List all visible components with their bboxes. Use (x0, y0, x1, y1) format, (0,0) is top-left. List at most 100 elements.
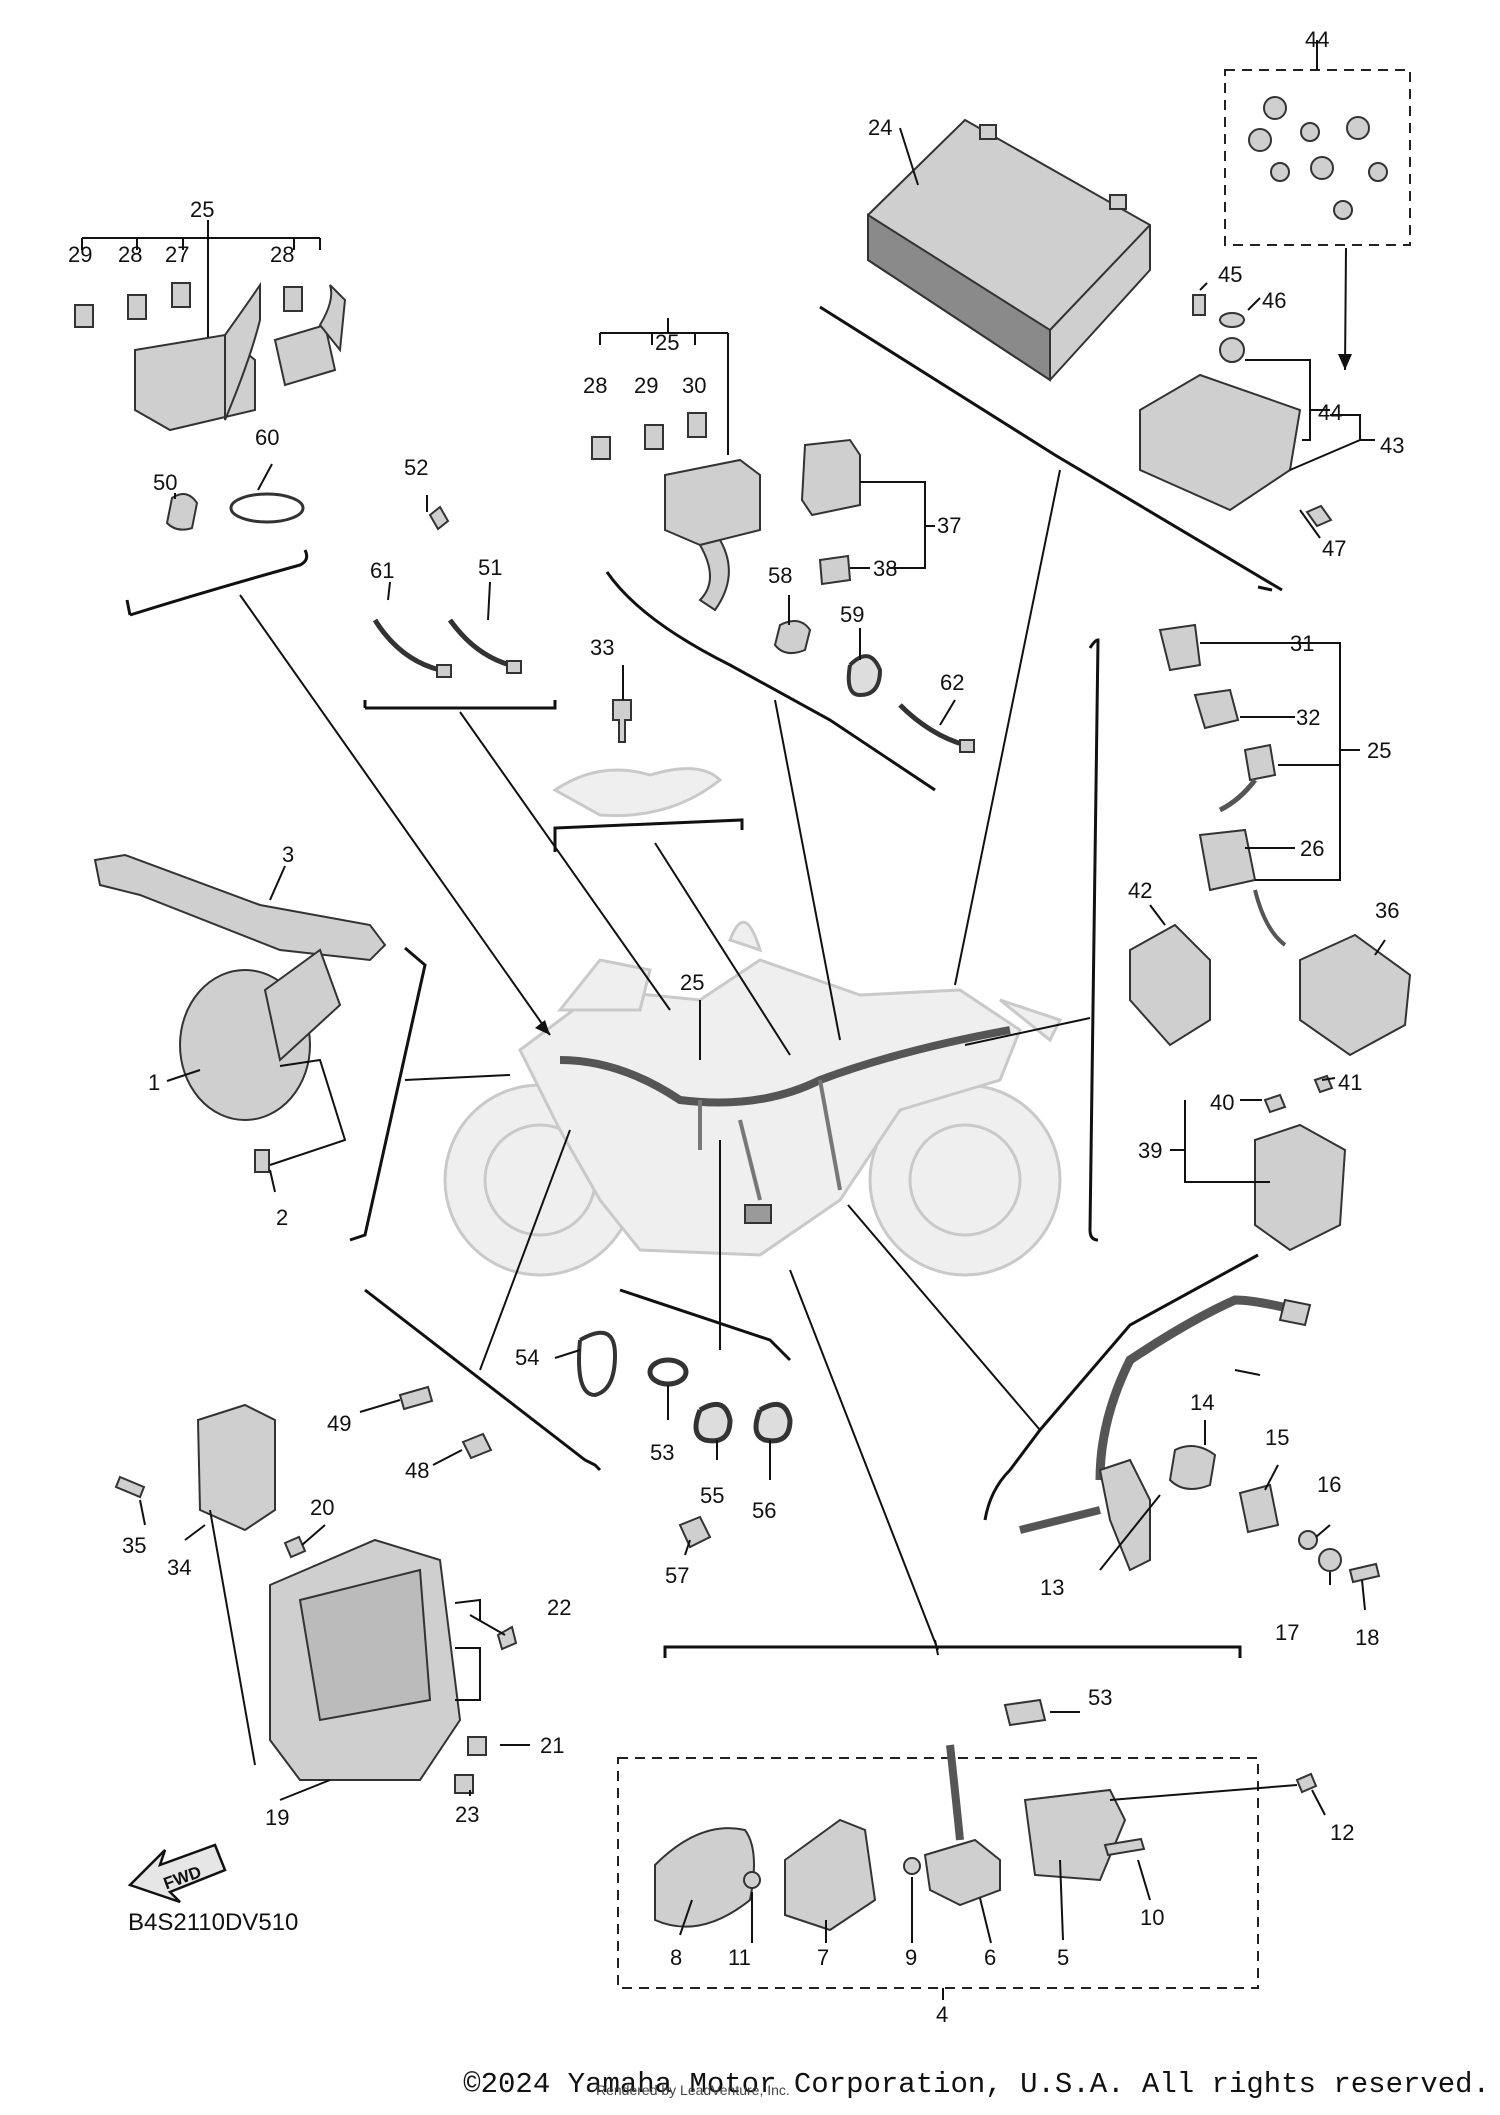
cushion-53-b (1003, 1698, 1047, 1727)
callout-38: 38 (873, 556, 897, 581)
fastener-47 (1305, 504, 1333, 528)
unit-36 (1299, 933, 1412, 1057)
callout-11: 11 (728, 1945, 751, 1970)
callout-51: 51 (478, 555, 502, 580)
cover-42 (1129, 923, 1211, 1047)
callout-46: 46 (1262, 288, 1286, 313)
assembly-pointers (239, 469, 1091, 1651)
clamp-group-center (554, 1288, 793, 1556)
callout-57: 57 (665, 1563, 689, 1588)
nut-23 (454, 1774, 474, 1794)
callout-28-a: 28 (118, 242, 142, 267)
nut-44 (1219, 337, 1245, 363)
fuse-27 (171, 282, 191, 308)
holder-14 (1168, 1445, 1217, 1490)
nut-9 (903, 1857, 921, 1875)
ecu-34 (196, 1403, 276, 1532)
connector-26 (1198, 828, 1257, 892)
clip-52 (428, 505, 450, 531)
fuse-box-group-rear (591, 318, 975, 792)
main-wire-harness (559, 1026, 1011, 1107)
forward-arrow-icon: FWD (127, 1843, 227, 1904)
callout-8: 8 (670, 1945, 682, 1970)
callout-20: 20 (310, 1495, 334, 1520)
fuse-29-a (74, 304, 94, 328)
callout-61: 61 (370, 558, 394, 583)
sensor-6 (923, 1838, 1001, 1907)
callout-49: 49 (327, 1411, 351, 1436)
callout-60: 60 (255, 425, 279, 450)
callout-10: 10 (1140, 1905, 1164, 1930)
callout-35: 35 (122, 1533, 146, 1558)
callout-30: 30 (682, 373, 706, 398)
cover-8 (654, 1827, 755, 1928)
callout-28-b: 28 (270, 242, 294, 267)
callout-25-topmid: 25 (655, 330, 679, 355)
clamp-55 (693, 1401, 733, 1444)
callout-47: 47 (1322, 536, 1346, 561)
callout-34: 34 (167, 1555, 191, 1580)
sensor-13 (1098, 1458, 1151, 1572)
grommet-22 (496, 1625, 518, 1651)
fuse-28-a (127, 294, 147, 320)
bolt-33-group (552, 665, 744, 852)
callout-6: 6 (984, 1945, 996, 1970)
callout-44-mid: 44 (1318, 400, 1342, 425)
callout-18: 18 (1355, 1625, 1379, 1650)
callout-labels: 1 2 3 4 5 6 7 8 9 10 11 12 13 14 15 16 1… (68, 27, 1404, 2027)
sensor-kit-group-4 (617, 1639, 1326, 2000)
bracket-5 (1023, 1788, 1127, 1882)
callout-4: 4 (936, 2002, 948, 2027)
bolt-12 (1295, 1772, 1318, 1794)
relay-module-43 (1139, 373, 1302, 512)
cover-7 (784, 1818, 877, 1932)
callout-28-c: 28 (583, 373, 607, 398)
ecu-group (114, 1288, 602, 1801)
cable-tie-group (363, 495, 557, 710)
callout-26: 26 (1300, 836, 1324, 861)
callout-36: 36 (1375, 898, 1399, 923)
bolt-10 (1103, 1837, 1146, 1857)
clamp-59 (846, 654, 883, 698)
fuse-28-c (591, 436, 611, 460)
connector-25-body (1243, 743, 1277, 782)
callout-50: 50 (153, 470, 177, 495)
callout-22: 22 (547, 1595, 571, 1620)
bolt-2 (254, 1149, 270, 1173)
callout-15: 15 (1265, 1425, 1289, 1450)
callout-31: 31 (1290, 631, 1314, 656)
callout-58: 58 (768, 563, 792, 588)
callout-21: 21 (540, 1733, 564, 1758)
clamp-57 (678, 1515, 712, 1549)
bolt-18 (1348, 1562, 1381, 1584)
callout-17: 17 (1275, 1620, 1299, 1645)
connector-group (1088, 623, 1412, 1252)
callout-42: 42 (1128, 878, 1152, 903)
callout-32: 32 (1296, 705, 1320, 730)
washer-46 (1219, 312, 1245, 328)
sensor-group (983, 1253, 1381, 1611)
bolt-21 (467, 1736, 487, 1756)
callout-13: 13 (1040, 1575, 1064, 1600)
callout-3: 3 (282, 842, 294, 867)
fuse-box-cover (273, 323, 337, 387)
callout-52: 52 (404, 455, 428, 480)
clamp-48 (461, 1432, 493, 1460)
washer-17 (1318, 1548, 1342, 1572)
clamp-50 (165, 493, 199, 531)
nut-11 (743, 1871, 761, 1889)
clip-20 (283, 1535, 307, 1559)
bracket-3 (93, 853, 387, 962)
relay-module-group (1139, 40, 1411, 592)
tie-62 (898, 703, 966, 748)
bolt-35 (114, 1475, 146, 1499)
copyright-notice: ©2024 Yamaha Motor Corporation, U.S.A. A… (463, 2068, 1490, 2101)
callout-53-bottom: 53 (1088, 1685, 1112, 1710)
fuse-30 (687, 412, 707, 438)
callout-7: 7 (817, 1945, 829, 1970)
callout-44-top: 44 (1305, 27, 1329, 52)
sensor-cable-13 (1095, 1295, 1297, 1481)
bolt-33 (612, 699, 632, 743)
horn-group (93, 853, 427, 1242)
